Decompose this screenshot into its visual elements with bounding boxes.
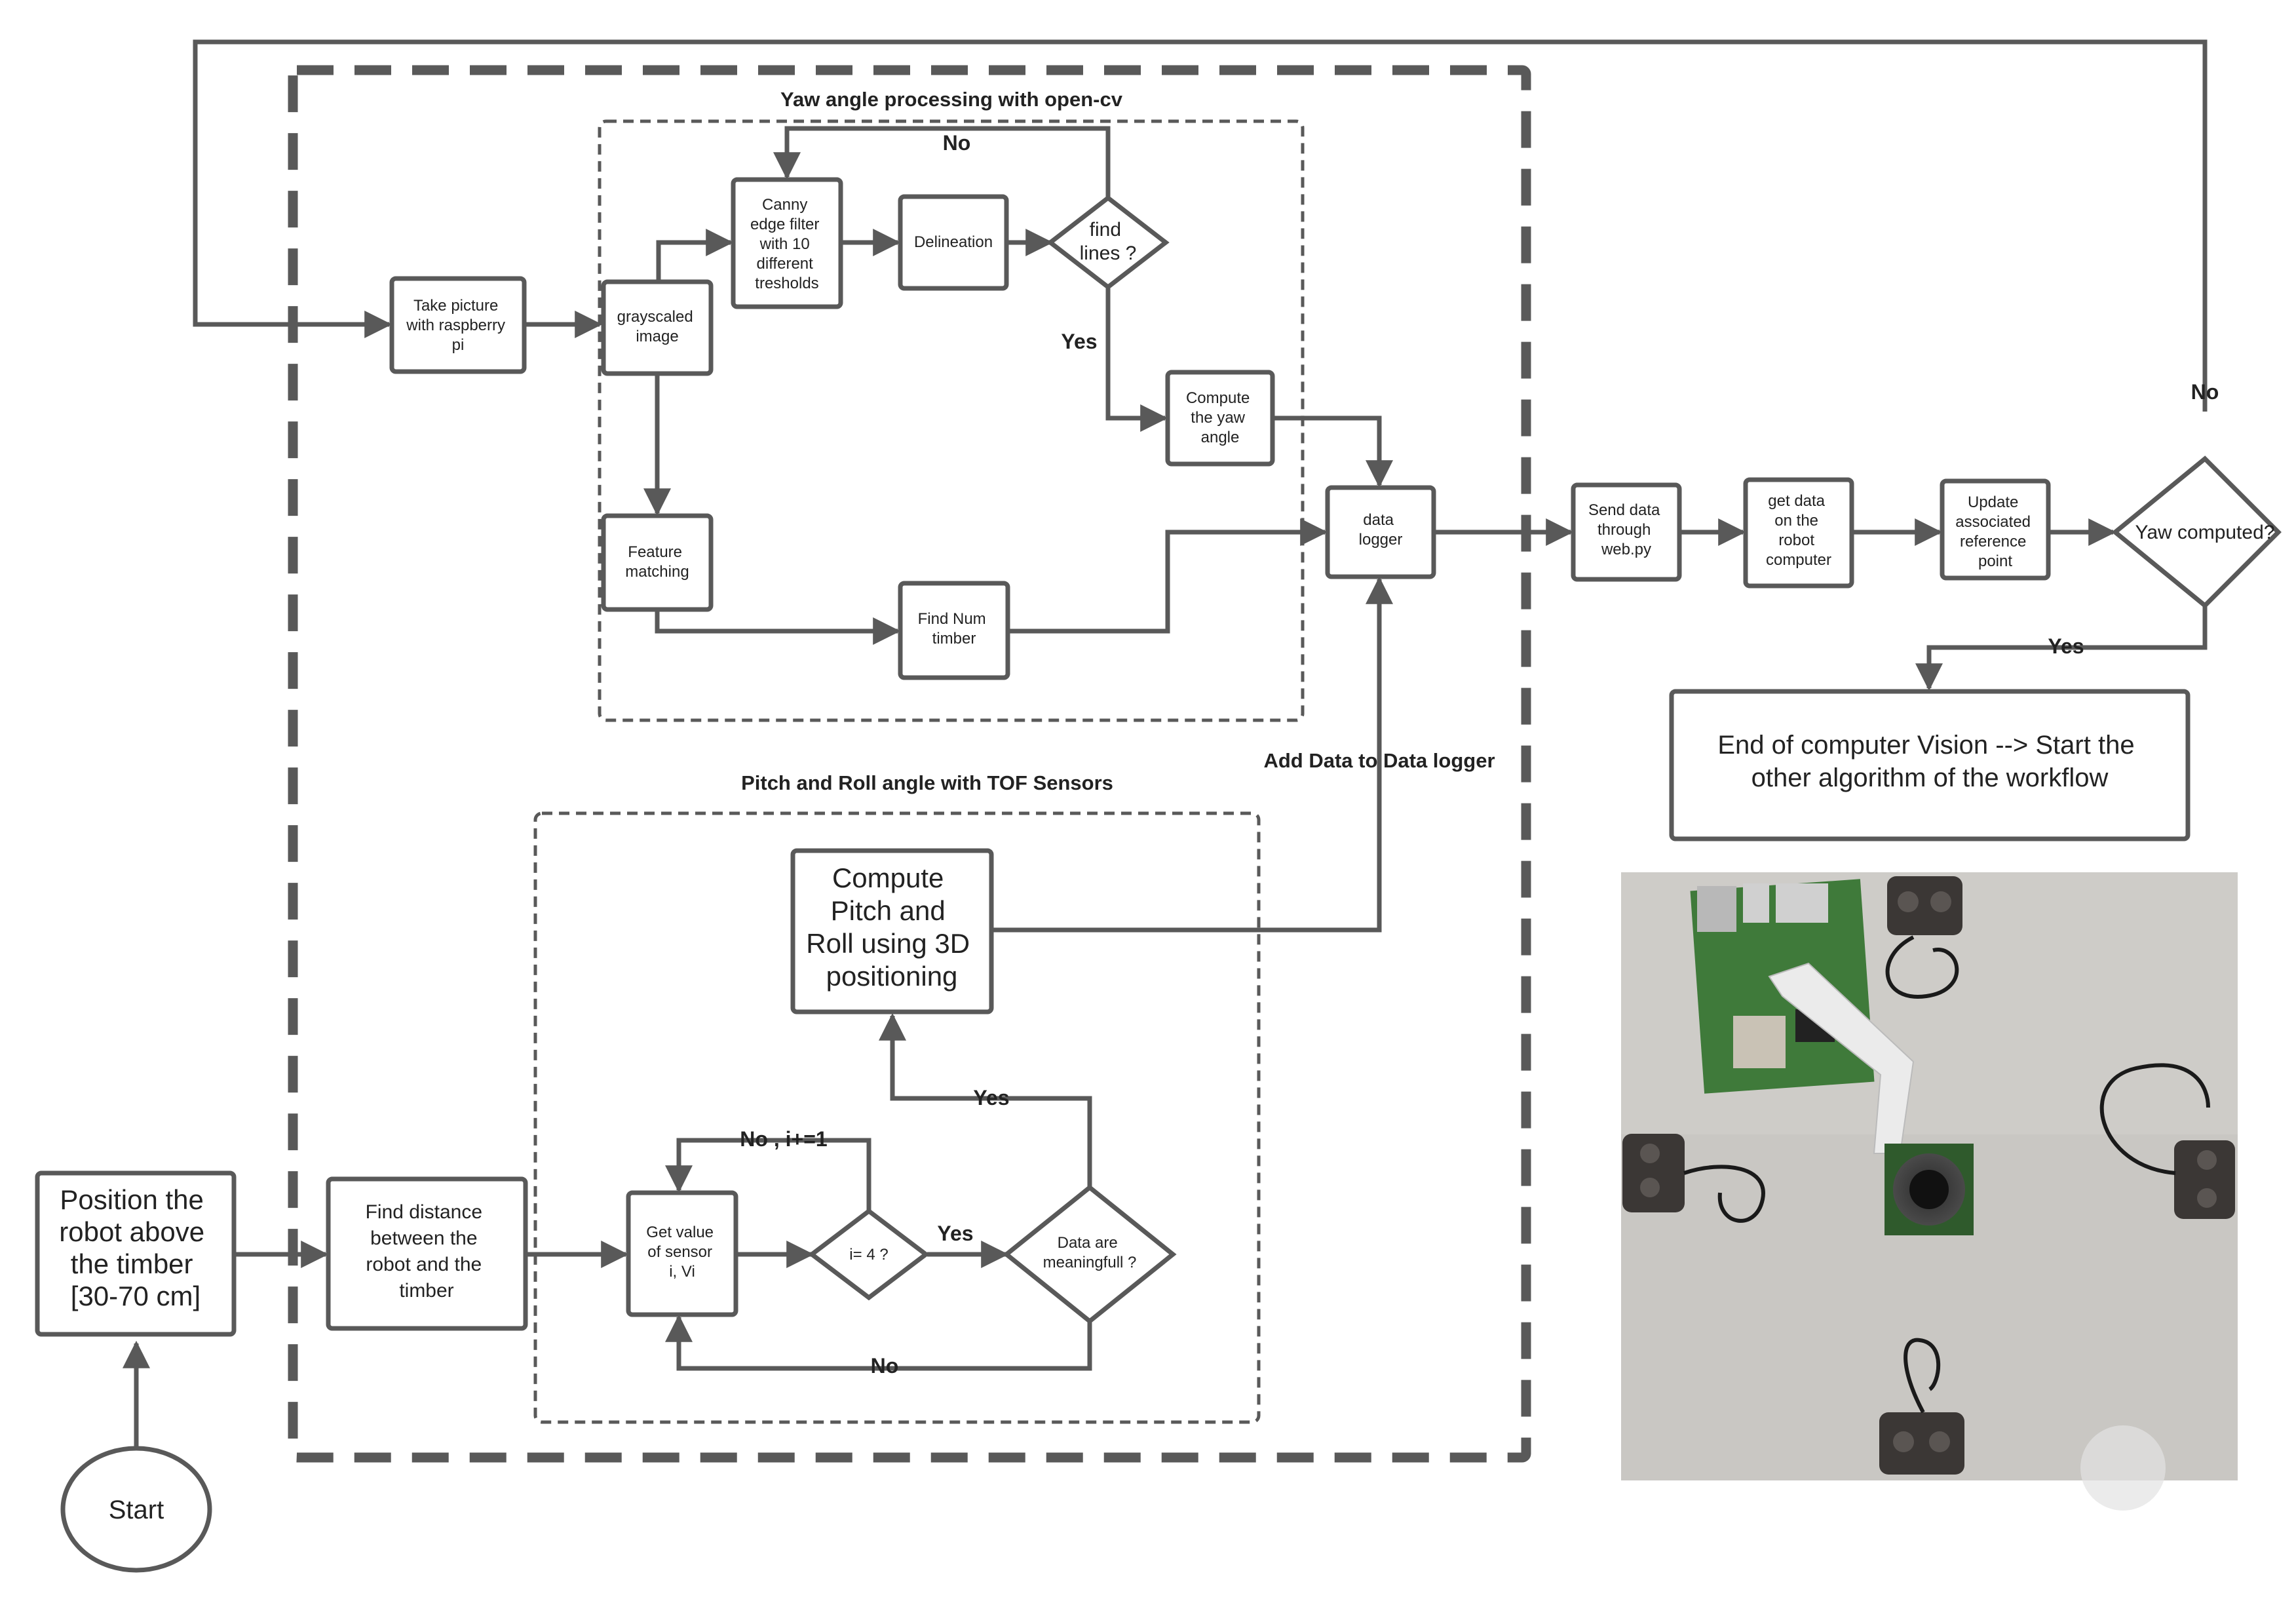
compute-yaw-label: Compute the yaw angle bbox=[1186, 389, 1254, 446]
find-lines-label: find lines ? bbox=[1080, 219, 1137, 264]
label-add-data: Add Data to Data logger bbox=[1263, 749, 1495, 772]
data-meaningful-label: Data are meaningfull ? bbox=[1043, 1234, 1137, 1271]
compute-pitch-roll-label: Compute Pitch and Roll using 3D position… bbox=[806, 862, 977, 992]
edge-yaw-to-logger bbox=[1272, 415, 1393, 488]
take-picture-label: Take picture with raspberry pi bbox=[406, 297, 509, 354]
grayscaled-label: grayscaled image bbox=[617, 308, 698, 345]
position-robot-node bbox=[35, 1170, 237, 1337]
data-logger-label: data logger bbox=[1359, 511, 1403, 549]
send-data-node bbox=[1571, 482, 1682, 582]
label-yawcomputed-no: No bbox=[2191, 380, 2219, 404]
canny-node bbox=[731, 177, 843, 309]
end-cv-node bbox=[1669, 689, 2191, 841]
compute-pitch-roll-node bbox=[790, 848, 994, 1014]
pitch-group-title: Pitch and Roll angle with TOF Sensors bbox=[741, 771, 1113, 794]
edge-meaningful-to-pitchroll bbox=[879, 1013, 1092, 1188]
label-meaningful-no: No bbox=[871, 1354, 899, 1378]
position-robot-label: Position the robot above the timber [30-… bbox=[59, 1184, 212, 1311]
label-i4-yes: Yes bbox=[937, 1222, 973, 1245]
data-meaningful-decision bbox=[1003, 1184, 1177, 1324]
get-data-node bbox=[1743, 477, 1854, 589]
find-distance-label: Find distance between the robot and the … bbox=[366, 1201, 488, 1302]
edge-findlines-yes bbox=[1105, 288, 1168, 432]
raspberry-pi-with-tof-sensors-photo bbox=[1621, 872, 2238, 1511]
yaw-group-title: Yaw angle processing with open-cv bbox=[780, 88, 1123, 111]
grayscaled-node bbox=[601, 279, 714, 376]
start-label: Start bbox=[109, 1496, 164, 1524]
edge-pitchroll-to-logger bbox=[991, 576, 1393, 933]
delineation-node bbox=[898, 194, 1009, 291]
data-logger-node bbox=[1325, 485, 1436, 579]
find-num-timber-label: Find Num timber bbox=[918, 610, 991, 647]
label-no-increment: No , i+=1 bbox=[740, 1127, 827, 1151]
edge-i4-loop-back bbox=[665, 1138, 871, 1212]
yaw-computed-label: Yaw computed? bbox=[2135, 522, 2275, 543]
compute-yaw-node bbox=[1165, 370, 1275, 467]
get-value-label: Get value of sensor i, Vi bbox=[646, 1224, 718, 1281]
i-equals-4-label: i= 4 ? bbox=[849, 1246, 888, 1264]
label-yawcomputed-yes: Yes bbox=[2048, 634, 2084, 658]
yaw-processing-group bbox=[598, 119, 1305, 722]
find-distance-node bbox=[326, 1176, 528, 1331]
get-data-label: get data on the robot computer bbox=[1766, 492, 1831, 569]
edge-yawcomputed-yes bbox=[1915, 606, 2208, 691]
main-process-container bbox=[288, 65, 1531, 1463]
label-findlines-no: No bbox=[943, 131, 971, 155]
feature-matching-label: Feature matching bbox=[625, 543, 689, 581]
edge-yawcomputed-no bbox=[193, 39, 2208, 412]
edge-findnum-to-logger bbox=[1008, 518, 1328, 634]
edge-feature-to-findnum bbox=[655, 609, 901, 645]
label-findlines-yes: Yes bbox=[1061, 330, 1097, 353]
send-data-label: Send data through web.py bbox=[1588, 501, 1664, 558]
find-lines-decision bbox=[1046, 195, 1170, 290]
edge-grayscale-to-canny bbox=[656, 229, 734, 282]
label-meaningful-yes: Yes bbox=[973, 1086, 1009, 1110]
delineation-label: Delineation bbox=[914, 233, 993, 251]
end-cv-label: End of computer Vision --> Start the oth… bbox=[1717, 731, 2141, 792]
edge-findlines-no bbox=[773, 126, 1111, 198]
yaw-computed-decision bbox=[2111, 455, 2282, 609]
get-value-node bbox=[626, 1190, 738, 1317]
feature-matching-node bbox=[601, 513, 714, 612]
find-num-timber-node bbox=[898, 581, 1010, 680]
take-picture-node bbox=[389, 276, 527, 374]
canny-label: Canny edge filter with 10 different tres… bbox=[750, 196, 824, 292]
edge-meaningful-no-back bbox=[665, 1314, 1092, 1371]
start-node bbox=[60, 1446, 212, 1573]
i-equals-4-decision bbox=[808, 1208, 930, 1301]
update-reference-label: Update associated reference point bbox=[1955, 493, 2035, 570]
update-reference-node bbox=[1940, 478, 2051, 581]
